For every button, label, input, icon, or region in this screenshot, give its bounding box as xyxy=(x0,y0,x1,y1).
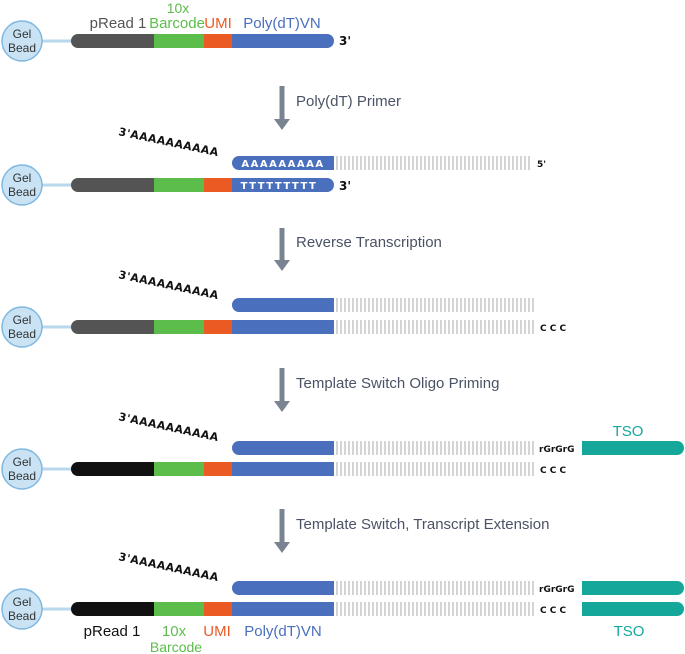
tso-segment xyxy=(582,581,684,595)
row-2-polydt-primer: Gel Bead TTTTTTTTT 3' AAAAAAAAA 5' 3'AAA… xyxy=(1,125,546,206)
step-1: Poly(dT) Primer xyxy=(274,86,401,130)
bead-label-line2: Bead xyxy=(8,185,36,199)
polya-segment xyxy=(232,298,334,312)
step-label: Reverse Transcription xyxy=(296,234,442,251)
pread1-segment xyxy=(71,602,154,616)
polydt-segment xyxy=(232,462,334,476)
step-2: Reverse Transcription xyxy=(274,228,442,271)
bead-label-line2: Bead xyxy=(8,327,36,341)
polydt-segment xyxy=(232,602,334,616)
pread1-segment xyxy=(71,34,154,48)
step-4: Template Switch, Transcript Extension xyxy=(274,509,549,553)
bead-label-line2: Bead xyxy=(8,609,36,623)
rgrgrg-label: rGrGrG xyxy=(539,585,574,595)
polya-segment xyxy=(232,441,334,455)
umi-segment xyxy=(204,178,232,192)
bead-label-line1: Gel xyxy=(13,27,32,41)
ccc-label: C C C xyxy=(540,606,566,616)
pread1-segment xyxy=(71,320,154,334)
gel-bead xyxy=(1,588,43,630)
polya-segment xyxy=(232,156,334,170)
umi-segment xyxy=(204,34,232,48)
polya-tail-label: 3'AAAAAAAAAA xyxy=(117,268,220,302)
pread1-segment xyxy=(71,462,154,476)
umi-segment xyxy=(204,602,232,616)
polya-tail-label: 3'AAAAAAAAAA xyxy=(117,125,220,159)
polyt-segment xyxy=(232,178,334,192)
cdna-strand xyxy=(334,602,534,616)
polydt-segment xyxy=(232,320,334,334)
tso-complement-segment xyxy=(582,602,684,616)
three-prime-label: 3' xyxy=(339,179,351,193)
umi-label: UMI xyxy=(204,15,232,32)
gel-bead xyxy=(1,164,43,206)
ccc-label: C C C xyxy=(540,324,566,334)
pread1-segment xyxy=(71,178,154,192)
bead-label-line2: Bead xyxy=(8,41,36,55)
step-label: Template Switch, Transcript Extension xyxy=(296,516,549,533)
umi-segment xyxy=(204,462,232,476)
step-label: Poly(dT) Primer xyxy=(296,93,401,110)
tso-label: TSO xyxy=(613,423,644,440)
tso-segment xyxy=(582,441,684,455)
row-1-initial-bead: Gel Bead 3' pRead 1 10x Barcode UMI Poly… xyxy=(1,0,351,62)
step-3: Template Switch Oligo Priming xyxy=(274,368,499,412)
polya-tail-label: 3'AAAAAAAAAA xyxy=(117,410,220,444)
bead-label-line1: Gel xyxy=(13,313,32,327)
polyt-text: TTTTTTTTT xyxy=(241,181,318,192)
barcode-label: Barcode xyxy=(150,639,202,654)
umi-label: UMI xyxy=(203,623,231,640)
barcode-label: Barcode xyxy=(149,15,205,32)
bead-label-line2: Bead xyxy=(8,469,36,483)
rgrgrg-label: rGrGrG xyxy=(539,445,574,455)
step-label: Template Switch Oligo Priming xyxy=(296,375,499,392)
cdna-strand xyxy=(334,320,534,334)
mrna-strand xyxy=(334,581,534,595)
mrna-strand xyxy=(334,156,530,170)
polydt-label: Poly(dT)VN xyxy=(244,623,322,640)
arrowhead-icon xyxy=(274,260,290,271)
pread1-label: pRead 1 xyxy=(84,623,141,640)
barcode-segment xyxy=(154,462,204,476)
polya-segment xyxy=(232,581,334,595)
barcode-segment xyxy=(154,178,204,192)
umi-segment xyxy=(204,320,232,334)
mrna-strand xyxy=(334,441,534,455)
cdna-strand xyxy=(334,462,534,476)
bead-label-line1: Gel xyxy=(13,455,32,469)
ccc-label: C C C xyxy=(540,466,566,476)
arrowhead-icon xyxy=(274,401,290,412)
row-3-reverse-transcription: Gel Bead C C C 3'AAAAAAAAAA xyxy=(1,268,566,348)
pread1-label: pRead 1 xyxy=(90,15,147,32)
row-4-tso-priming: Gel Bead C C C rGrGrG TSO 3'AAAAAAAAAA xyxy=(1,410,684,490)
arrowhead-icon xyxy=(274,119,290,130)
gel-bead xyxy=(1,448,43,490)
barcode-segment xyxy=(154,320,204,334)
mrna-strand xyxy=(334,298,534,312)
arrowhead-icon xyxy=(274,542,290,553)
barcode-segment xyxy=(154,602,204,616)
bead-label-line1: Gel xyxy=(13,171,32,185)
polydt-label: Poly(dT)VN xyxy=(243,15,321,32)
barcode-10x-label: 10x xyxy=(167,0,190,16)
three-prime-label: 3' xyxy=(339,34,351,48)
bead-label-line1: Gel xyxy=(13,595,32,609)
polya-tail-label: 3'AAAAAAAAAA xyxy=(117,550,220,584)
polydt-segment xyxy=(232,34,334,48)
tso-label: TSO xyxy=(614,623,645,640)
gel-bead xyxy=(1,20,43,62)
gel-bead xyxy=(1,306,43,348)
five-prime-label: 5' xyxy=(537,160,546,170)
polya-text: AAAAAAAAA xyxy=(241,159,324,170)
barcode-segment xyxy=(154,34,204,48)
barcode-10x-label: 10x xyxy=(162,623,187,640)
row-5-transcript-extension: Gel Bead C C C rGrGrG 3'AAAAAAAAAA pRead… xyxy=(1,550,684,654)
